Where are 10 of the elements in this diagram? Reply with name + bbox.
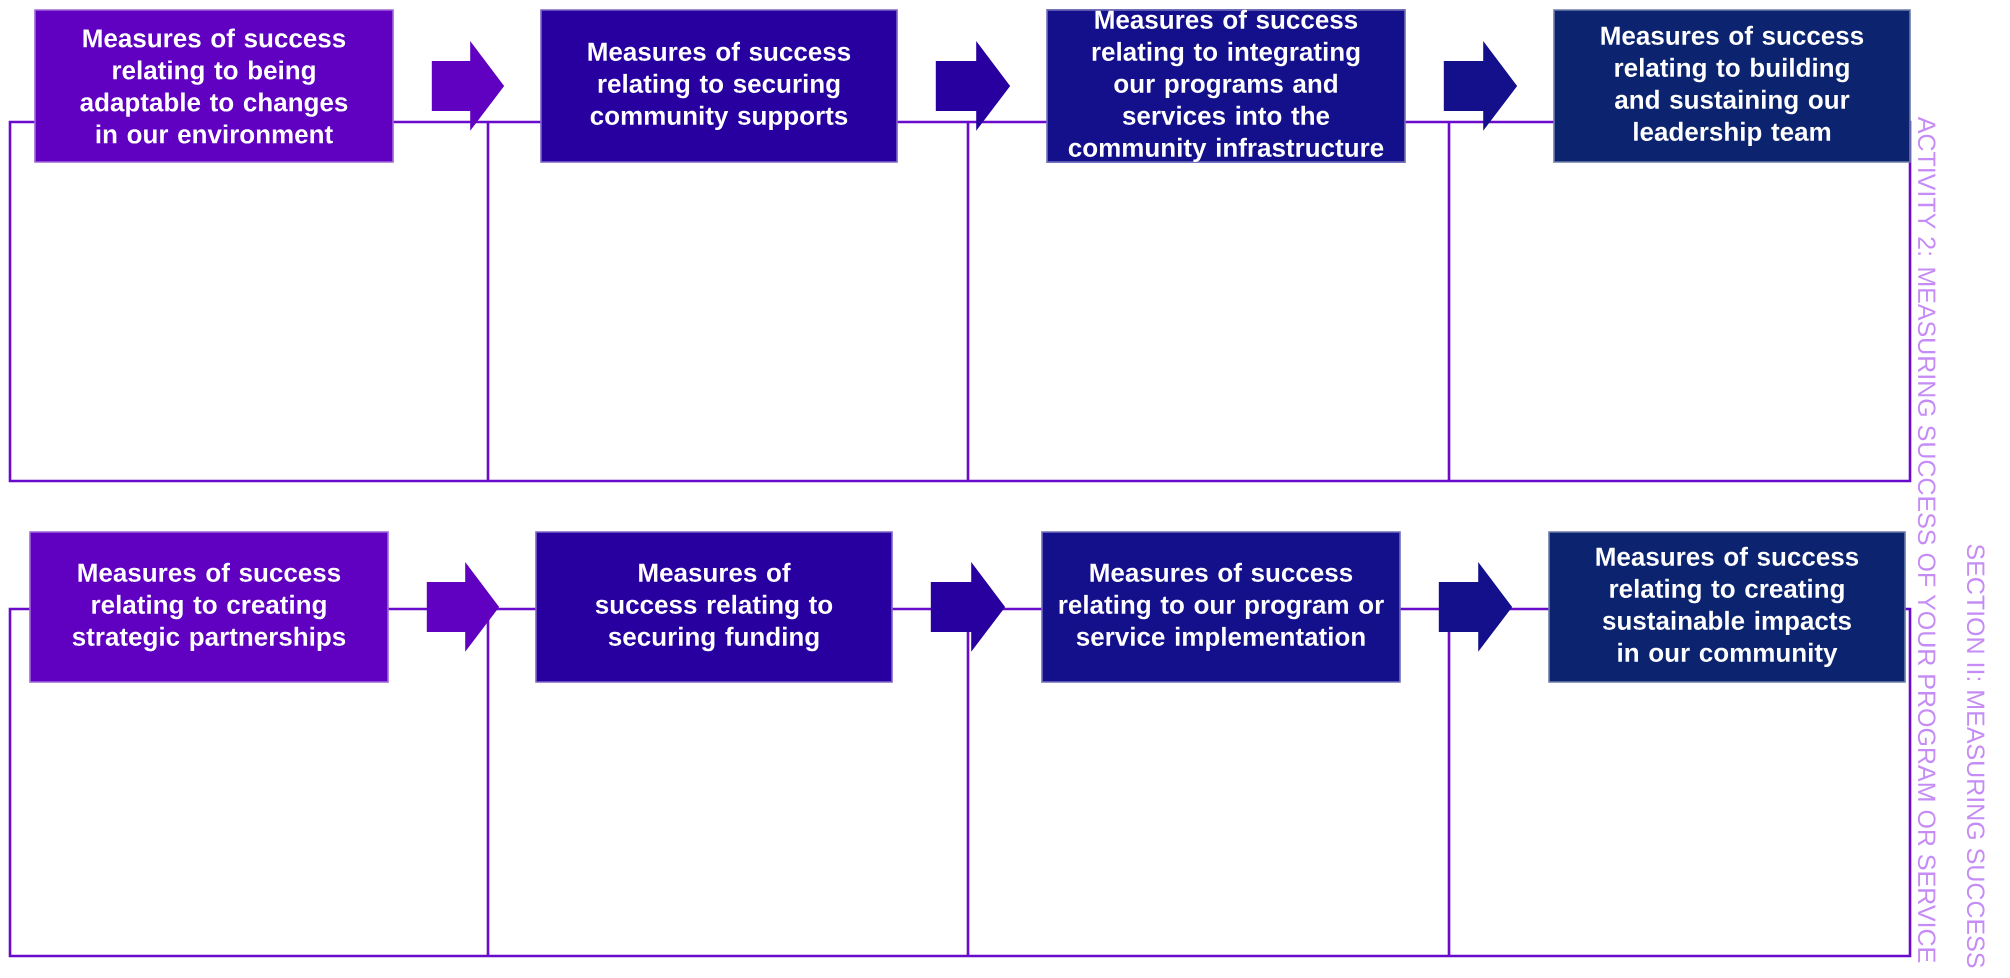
process-box: Measures of success relating to building and sustaining our leadership team bbox=[1553, 9, 1911, 163]
process-box: Measures of success relating to our program or service implementation bbox=[1041, 531, 1401, 683]
process-box: Measures of success relating to securing funding bbox=[535, 531, 893, 683]
side-title: ACTIVITY 2: MEASURING SUCCESS OF YOUR PROGRAM OR SERVICE bbox=[1917, 116, 1936, 963]
process-box: Measures of success relating to creating strategic partnerships bbox=[29, 531, 389, 683]
process-box: Measures of success relating to integrating our programs and services into the community infrastructure bbox=[1046, 9, 1406, 163]
process-box: Measures of success relating to creating sustainable impacts in our community bbox=[1548, 531, 1906, 683]
side-title: SECTION II: MEASURING SUCCESS bbox=[1966, 544, 1985, 968]
process-box: Measures of success relating to being adaptable to changes in our environment bbox=[34, 9, 394, 163]
process-box: Measures of success relating to securing community supports bbox=[540, 9, 898, 163]
